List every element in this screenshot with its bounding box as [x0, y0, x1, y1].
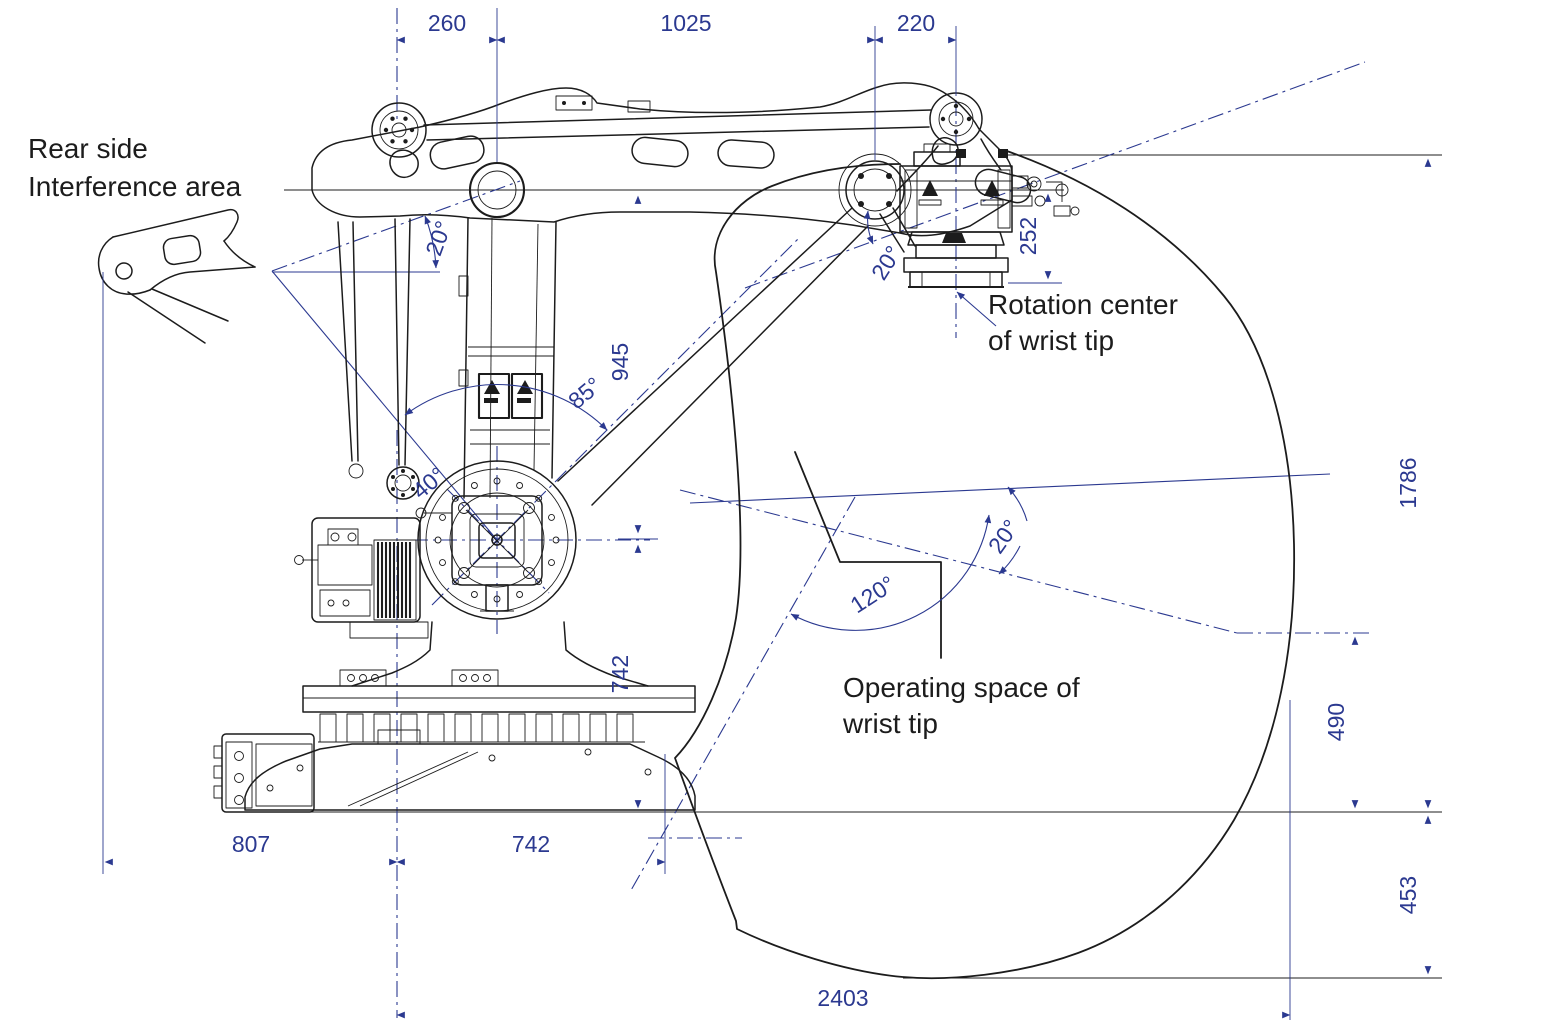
front-arm: [458, 217, 557, 499]
label-interference-area: Interference area: [28, 171, 242, 202]
turntable-teeth: [318, 713, 645, 743]
construction-lines: [271, 8, 1374, 1018]
boom-outline: [311, 82, 1013, 237]
dimension-lines: 260 1025 220 945 742 252 1786 490 453 80…: [102, 8, 1432, 1020]
dim-wrist-drop: 252: [1015, 217, 1041, 255]
envelope-curve: [674, 149, 1296, 980]
rear-links: [337, 218, 420, 500]
rear-top-bearing: [371, 102, 427, 158]
dim-pivot-height: 742: [607, 655, 633, 693]
shoulder-joint: [415, 460, 577, 620]
robot-manipulator: [213, 82, 1080, 813]
label-operating-space-2: wrist tip: [842, 708, 938, 739]
dim-max-reach-width: 2403: [817, 985, 868, 1011]
label-operating-space-1: Operating space of: [843, 672, 1080, 703]
elbow-joint: [845, 160, 905, 220]
angle-wrist-lower-tilt: 20°: [983, 515, 1024, 558]
base-assembly: [213, 621, 696, 813]
dim-front-base-span: 742: [512, 831, 550, 857]
dim-upper-reach-height: 945: [607, 343, 633, 381]
boom-rear-pivot: [468, 161, 526, 219]
angle-arm-forward-swing: 85°: [563, 372, 606, 414]
text-annotations: Rear side Interference area Rotation cen…: [28, 133, 1178, 739]
angle-arm-back-swing: 40°: [407, 462, 450, 504]
angle-rear-link-tilt: 20°: [420, 217, 456, 259]
label-rotation-center-1: Rotation center: [988, 289, 1178, 320]
dim-below-floor-depth: 453: [1395, 876, 1421, 914]
angle-wrist-sweep: 120°: [846, 570, 900, 618]
dim-top-wrist-offset: 220: [897, 10, 935, 36]
dim-top-rear-offset: 260: [428, 10, 466, 36]
operating-envelope: [674, 149, 1296, 980]
wrist-assembly: [879, 143, 1080, 289]
motor-package: [294, 517, 429, 639]
dim-top-arm-span: 1025: [660, 10, 711, 36]
dim-rear-base-span: 807: [232, 831, 270, 857]
envelope-step: [794, 451, 942, 659]
dim-envelope-above-floor: 490: [1323, 703, 1349, 741]
rear-interference-mini-view: [97, 208, 256, 344]
dim-max-height: 1786: [1395, 457, 1421, 508]
label-rotation-center-2: of wrist tip: [988, 325, 1114, 356]
label-rear-side: Rear side: [28, 133, 148, 164]
